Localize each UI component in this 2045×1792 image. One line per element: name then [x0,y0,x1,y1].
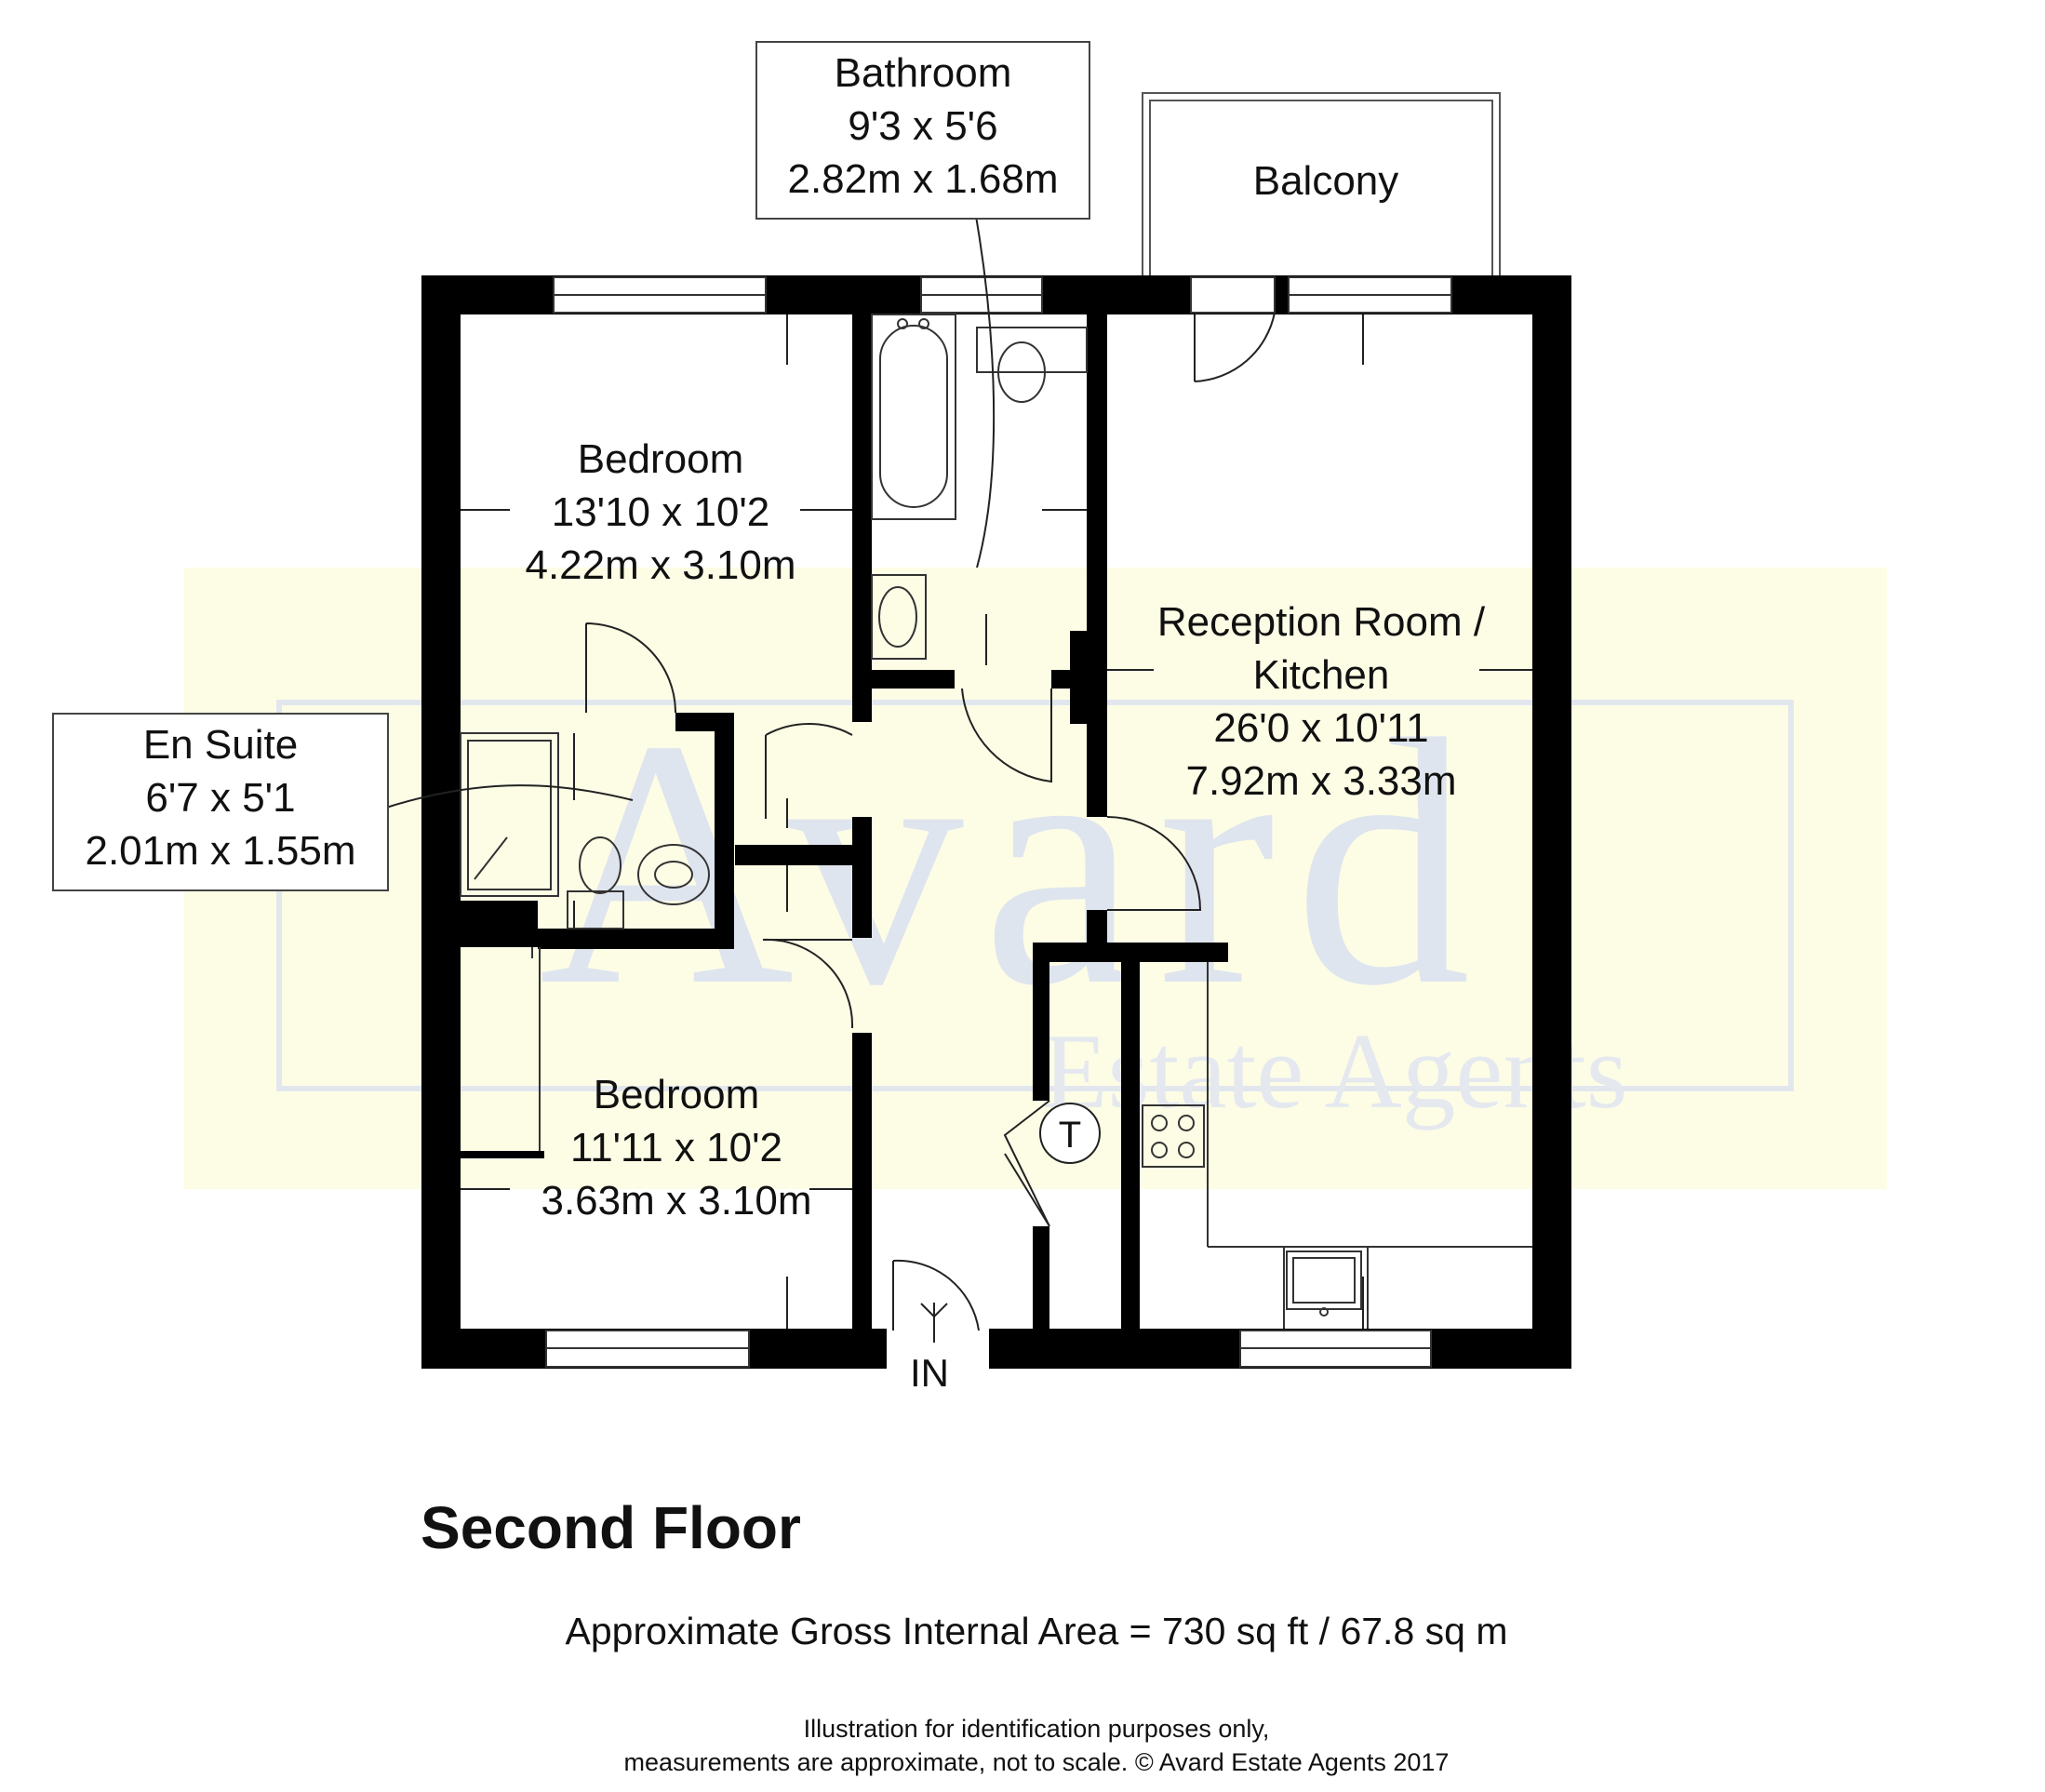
disclaimer: Illustration for identification purposes… [0,1712,2045,1779]
ensuite-name: En Suite [142,722,299,768]
ensuite-toilet [567,836,624,929]
doors [585,312,1276,1331]
ensuite-metric: 2.01m x 1.55m [85,828,356,874]
bedroom1-label: Bedroom 13'10 x 10'2 4.22m x 3.10m [502,433,819,592]
entrance-label: IN [910,1351,949,1395]
bedroom2-metric: 3.63m x 3.10m [541,1178,812,1224]
ensuite-imperial: 6'7 x 5'1 [145,775,296,821]
ensuite-basin [637,844,710,905]
ensuite-callout: En Suite 6'7 x 5'1 2.01m x 1.55m [52,713,389,891]
tank-icon [1039,1103,1101,1164]
bath-tub [871,314,956,520]
reception-name-line1: Reception Room / [1156,599,1486,645]
floor-title: Second Floor [421,1494,801,1561]
bedroom1-imperial: 13'10 x 10'2 [551,489,770,535]
hob [1142,1104,1205,1168]
reception-metric: 7.92m x 3.33m [1185,758,1457,804]
shower-tray [460,732,559,897]
bathroom-metric: 2.82m x 1.68m [787,156,1059,202]
gross-area: Approximate Gross Internal Area = 730 sq… [565,1610,1508,1652]
bathroom-callout: Bathroom 9'3 x 5'6 2.82m x 1.68m [755,41,1090,220]
kitchen-counter [1207,962,1532,1329]
wardrobe [531,947,541,1151]
reception-imperial: 26'0 x 10'11 [1213,705,1429,751]
reception-name-line2: Kitchen [1252,652,1390,698]
reception-label: Reception Room / Kitchen 26'0 x 10'11 7.… [1126,595,1517,808]
watermark-brand: Avard [539,667,1489,1059]
bathroom-imperial: 9'3 x 5'6 [848,103,998,149]
kitchen-sink [1286,1250,1362,1317]
bedroom2-name: Bedroom [593,1072,760,1117]
dimension-arrows [385,171,1532,1343]
balcony-outline [1142,92,1501,280]
interior-walls [421,275,1228,1329]
watermark-subtitle: Estate Agents [1042,1012,1627,1130]
disclaimer-line1: Illustration for identification purposes… [803,1715,1270,1743]
disclaimer-line2: measurements are approximate, not to sca… [623,1748,1450,1776]
bedroom2-imperial: 11'11 x 10'2 [569,1125,782,1170]
bedroom1-name: Bedroom [577,436,744,482]
balcony-name: Balcony [1252,158,1399,204]
balcony-label: Balcony [1200,154,1451,207]
toilet [976,327,1088,403]
tank-label: T [1059,1115,1081,1156]
bedroom2-label: Bedroom 11'11 x 10'2 3.63m x 3.10m [518,1068,835,1227]
bathroom-name: Bathroom [834,50,1012,96]
bedroom1-metric: 4.22m x 3.10m [525,542,796,588]
basin [871,574,927,660]
